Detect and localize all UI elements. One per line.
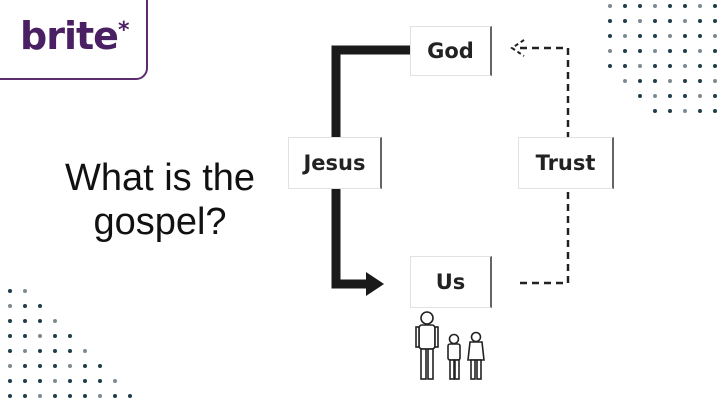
diagram-node-god: God [410, 26, 492, 76]
people-figures [416, 312, 484, 379]
diagram-node-trust: Trust [518, 137, 614, 189]
diagram-node-jesus: Jesus [288, 137, 382, 189]
adult-figure-icon [416, 312, 438, 379]
diagram-node-us: Us [410, 256, 492, 308]
solid-arrowhead [366, 272, 384, 296]
child-figure-icon [468, 333, 484, 380]
child-figure-icon [448, 335, 460, 380]
